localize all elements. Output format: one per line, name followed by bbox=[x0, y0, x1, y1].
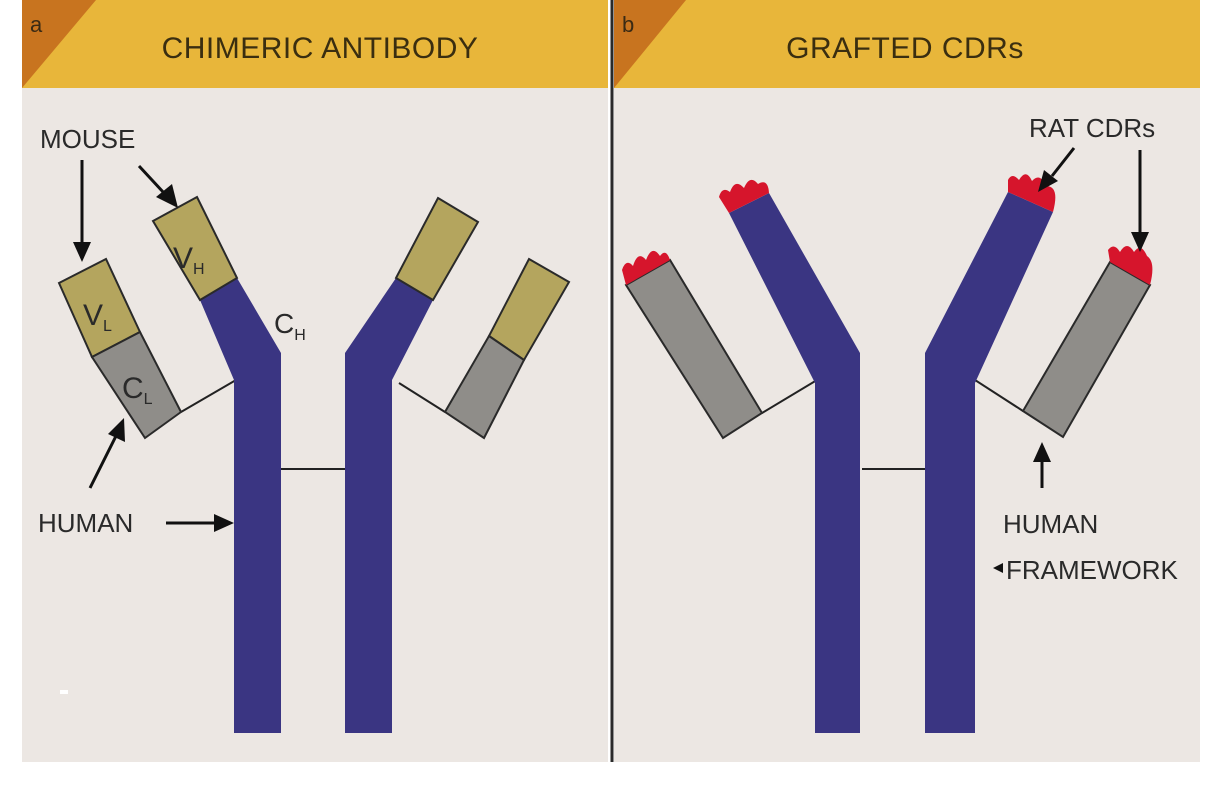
panel-b-letter: b bbox=[622, 12, 634, 37]
panel-a-letter: a bbox=[30, 12, 43, 37]
human-framework-label-line2: FRAMEWORK bbox=[1006, 555, 1179, 585]
panel-a-title: CHIMERIC ANTIBODY bbox=[162, 32, 479, 65]
panel-b-title: GRAFTED CDRs bbox=[786, 32, 1024, 65]
panel-b: b GRAFTED CDRs RAT CDRs HUMAN FRAMEWORK bbox=[614, 0, 1200, 762]
mouse-label: MOUSE bbox=[40, 124, 135, 154]
speck bbox=[60, 690, 68, 694]
right-edge bbox=[1200, 0, 1212, 762]
human-framework-label-line1: HUMAN bbox=[1003, 509, 1098, 539]
human-label-a: HUMAN bbox=[38, 508, 133, 538]
rat-cdrs-label: RAT CDRs bbox=[1029, 113, 1155, 143]
panel-a: a CHIMERIC ANTIBODY VL VH CL CH MOUSE HU… bbox=[22, 0, 608, 762]
